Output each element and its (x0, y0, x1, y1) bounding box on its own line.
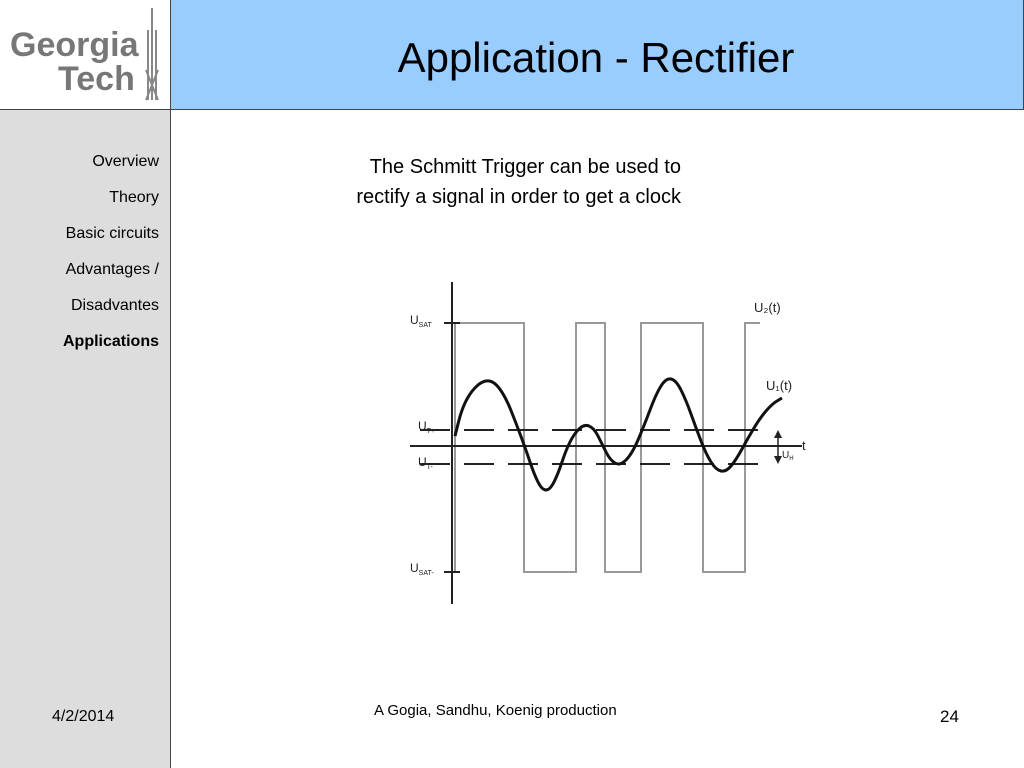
intro-text: The Schmitt Trigger can be used to recti… (256, 152, 681, 212)
intro-line-2: rectify a signal in order to get a clock (356, 186, 681, 208)
label-usat-pos: USAT (410, 313, 432, 329)
logo-line-2: Tech (58, 60, 135, 98)
tower-mark-icon (145, 8, 159, 101)
label-u2: U₂(t) (754, 300, 781, 315)
sidebar-item-theory[interactable]: Theory (109, 189, 159, 206)
logo-line-1: Georgia (10, 26, 140, 64)
intro-line-1: The Schmitt Trigger can be used to (369, 156, 681, 178)
schmitt-trigger-diagram: USAT UT+ UT- USAT- U₂(t) U₁(t) t UH (410, 282, 806, 604)
title-bar (171, 0, 1024, 110)
label-ut-pos: UT+ (418, 419, 435, 435)
georgia-tech-logo: Georgia Tech (10, 8, 159, 101)
sidebar-item-disadvantages[interactable]: Disadvantes (70, 297, 159, 314)
square-wave-u2 (454, 322, 760, 573)
label-u1: U₁(t) (766, 378, 792, 393)
label-t: t (802, 438, 806, 453)
sine-wave-u1 (453, 377, 783, 492)
slide-date: 4/2/2014 (52, 708, 115, 725)
label-usat-neg: USAT- (410, 561, 434, 577)
label-uh: UH (782, 450, 794, 462)
sidebar-item-basic-circuits[interactable]: Basic circuits (65, 225, 159, 242)
logo-panel: Georgia Tech (0, 0, 171, 110)
footer-credit: A Gogia, Sandhu, Koenig production (374, 702, 617, 719)
sidebar-item-applications[interactable]: Applications (62, 333, 159, 350)
hysteresis-arrow-up-icon (774, 430, 782, 438)
sidebar-item-overview[interactable]: Overview (92, 153, 159, 170)
sidebar: Overview Theory Basic circuits Advantage… (0, 110, 171, 768)
slide-title: Application - Rectifier (397, 34, 795, 81)
label-ut-neg: UT- (418, 455, 434, 471)
hysteresis-arrow-down-icon (774, 456, 782, 464)
sidebar-nav: Overview Theory Basic circuits Advantage… (63, 144, 159, 360)
sidebar-item-advantages[interactable]: Advantages / (65, 261, 159, 278)
page-number: 24 (940, 707, 959, 726)
